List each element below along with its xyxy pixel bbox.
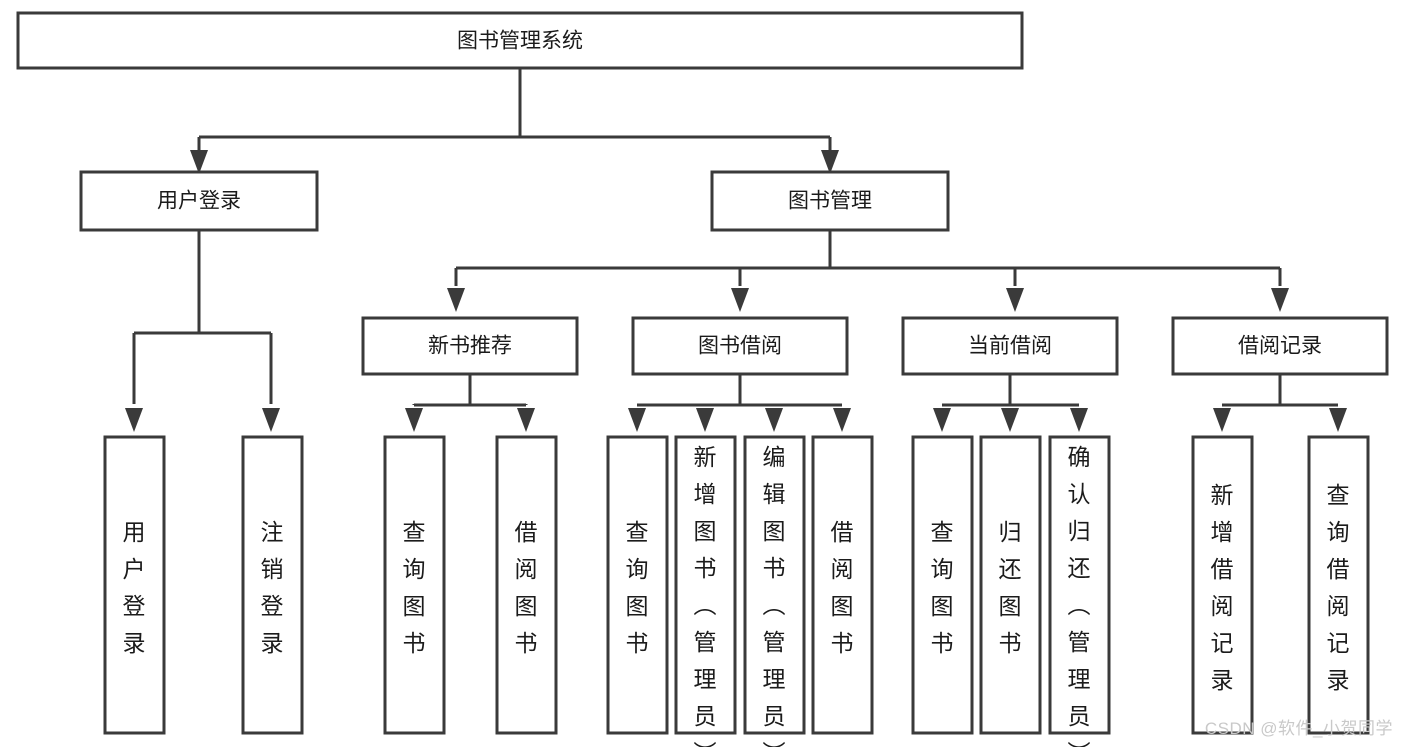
leaf-borrow-query-label: 查询图书 xyxy=(626,519,649,656)
node-borrow-record[interactable]: 借阅记录 xyxy=(1171,316,1389,376)
node-book-manage-box[interactable] xyxy=(710,170,950,232)
node-root[interactable]: 图书管理系统 xyxy=(16,11,1024,70)
node-book-borrow-box[interactable] xyxy=(631,316,849,376)
arrow-borrow-leaf-3 xyxy=(765,408,783,432)
leaf-newbook-query-box[interactable] xyxy=(383,435,446,735)
node-user-login-box[interactable] xyxy=(79,170,319,232)
leaf-borrow-add-label: 新增图书︵管理员︶ xyxy=(694,444,717,747)
leaf-current-return-label: 归还图书 xyxy=(999,519,1022,656)
leaf-borrow-edit-box[interactable] xyxy=(743,435,806,735)
arrow-book-child-3 xyxy=(1006,288,1024,312)
csdn-watermark: CSDN @软件_小贺同学 xyxy=(1204,719,1393,738)
leaf-borrow-query[interactable]: 查询图书 xyxy=(606,435,669,735)
leaf-current-confirm-return-label: 确认归还︵管理员︶ xyxy=(1068,444,1091,747)
node-borrow-record-box[interactable] xyxy=(1171,316,1389,376)
node-new-book-recommend-label: 新书推荐 xyxy=(428,335,512,358)
leaf-record-query[interactable]: 查询借阅记录 xyxy=(1307,435,1370,735)
leaf-current-return[interactable]: 归还图书 xyxy=(979,435,1042,735)
arrow-current-leaf-3 xyxy=(1070,408,1088,432)
leaf-current-query-label: 查询图书 xyxy=(931,519,954,656)
node-book-borrow[interactable]: 图书借阅 xyxy=(631,316,849,376)
node-new-book-recommend-box[interactable] xyxy=(361,316,579,376)
leaf-user-logout-label: 注销登录 xyxy=(261,519,284,656)
leaf-borrow-do[interactable]: 借阅图书 xyxy=(811,435,874,735)
arrow-record-leaf-1 xyxy=(1213,408,1231,432)
leaf-user-logout-box[interactable] xyxy=(241,435,304,735)
arrow-borrow-leaf-4 xyxy=(833,408,851,432)
leaf-newbook-query-label: 查询图书 xyxy=(403,519,426,656)
arrow-record-leaf-2 xyxy=(1329,408,1347,432)
arrow-current-leaf-2 xyxy=(1001,408,1019,432)
leaf-borrow-do-box[interactable] xyxy=(811,435,874,735)
node-borrow-record-label: 借阅记录 xyxy=(1238,335,1322,358)
node-root-label: 图书管理系统 xyxy=(457,30,583,53)
leaf-borrow-do-label: 借阅图书 xyxy=(831,519,854,656)
node-user-login[interactable]: 用户登录 xyxy=(79,170,319,232)
leaf-newbook-borrow-label: 借阅图书 xyxy=(515,519,538,656)
leaf-borrow-add-box[interactable] xyxy=(674,435,737,735)
node-current-borrow-box[interactable] xyxy=(901,316,1119,376)
leaf-current-return-box[interactable] xyxy=(979,435,1042,735)
node-book-manage[interactable]: 图书管理 xyxy=(710,170,950,232)
arrow-root-to-user xyxy=(190,150,208,174)
leaf-record-add-label: 新增借阅记录 xyxy=(1211,482,1234,693)
node-root-box[interactable] xyxy=(16,11,1024,70)
leaf-record-query-box[interactable] xyxy=(1307,435,1370,735)
arrow-borrow-leaf-2 xyxy=(696,408,714,432)
leaf-record-add[interactable]: 新增借阅记录 xyxy=(1191,435,1254,735)
node-current-borrow[interactable]: 当前借阅 xyxy=(901,316,1119,376)
leaf-borrow-query-box[interactable] xyxy=(606,435,669,735)
leaf-current-query[interactable]: 查询图书 xyxy=(911,435,974,735)
leaf-borrow-edit[interactable]: 编辑图书︵管理员︶ xyxy=(743,435,806,747)
leaf-record-query-label: 查询借阅记录 xyxy=(1327,482,1350,693)
leaf-newbook-query[interactable]: 查询图书 xyxy=(383,435,446,735)
arrow-user-leaf-1 xyxy=(125,408,143,432)
node-current-borrow-label: 当前借阅 xyxy=(968,335,1052,358)
leaf-newbook-borrow-box[interactable] xyxy=(495,435,558,735)
arrow-newbook-leaf-2 xyxy=(517,408,535,432)
leaf-user-login[interactable]: 用户登录 xyxy=(103,435,166,735)
leaf-record-add-box[interactable] xyxy=(1191,435,1254,735)
leaf-borrow-add[interactable]: 新增图书︵管理员︶ xyxy=(674,435,737,747)
arrow-book-child-4 xyxy=(1271,288,1289,312)
arrow-book-child-1 xyxy=(447,288,465,312)
node-new-book-recommend[interactable]: 新书推荐 xyxy=(361,316,579,376)
connector-layer xyxy=(125,68,1347,432)
arrow-book-child-2 xyxy=(731,288,749,312)
node-user-login-label: 用户登录 xyxy=(157,190,241,213)
leaf-current-query-box[interactable] xyxy=(911,435,974,735)
leaf-user-logout[interactable]: 注销登录 xyxy=(241,435,304,735)
leaf-newbook-borrow[interactable]: 借阅图书 xyxy=(495,435,558,735)
leaf-current-confirm-return-box[interactable] xyxy=(1048,435,1111,735)
arrow-newbook-leaf-1 xyxy=(405,408,423,432)
arrow-root-to-book xyxy=(821,150,839,174)
arrow-borrow-leaf-1 xyxy=(628,408,646,432)
arrow-current-leaf-1 xyxy=(933,408,951,432)
node-book-manage-label: 图书管理 xyxy=(788,190,872,213)
leaf-user-login-box[interactable] xyxy=(103,435,166,735)
leaf-user-login-label: 用户登录 xyxy=(123,519,146,656)
leaf-borrow-edit-label: 编辑图书︵管理员︶ xyxy=(763,444,786,747)
leaf-current-confirm-return[interactable]: 确认归还︵管理员︶ xyxy=(1048,435,1111,747)
node-book-borrow-label: 图书借阅 xyxy=(698,335,782,358)
arrow-user-leaf-2 xyxy=(262,408,280,432)
